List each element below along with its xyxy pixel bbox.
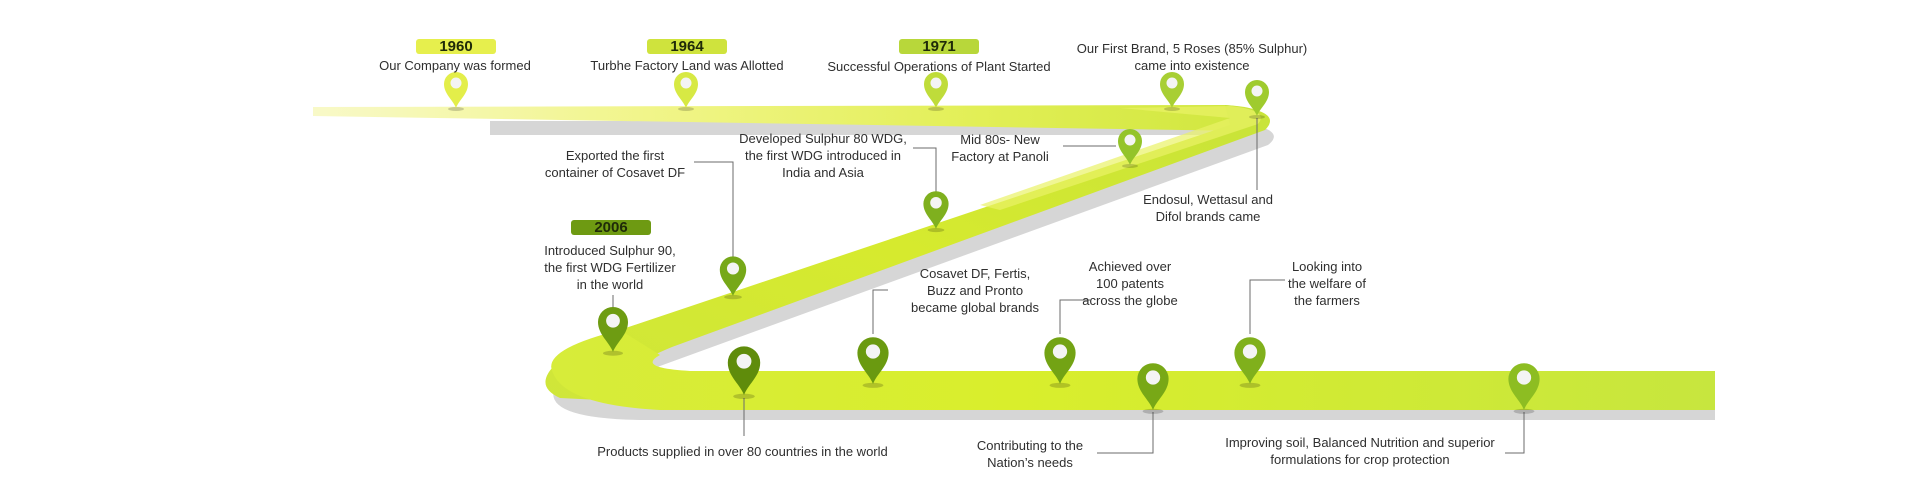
year-badge-2006: 2006: [571, 220, 651, 235]
event-label-improving-soil: Improving soil, Balanced Nutrition and s…: [1225, 435, 1495, 467]
pin-body: [719, 256, 747, 296]
connector-farmers-welfare: [1249, 279, 1285, 334]
pin-body: [1118, 129, 1142, 165]
pin-body: [1137, 363, 1169, 410]
pin-nations-needs-icon: [1137, 363, 1169, 414]
pin-dot: [726, 262, 740, 275]
event-label-panoli-factory: Mid 80s- New Factory at Panoli: [951, 132, 1049, 164]
pin-shadow: [1122, 164, 1138, 168]
road-bottom-band: [551, 330, 1715, 410]
pin-body: [857, 337, 889, 384]
connector-cosavet-export: [694, 161, 734, 262]
connector-100-patents: [1059, 299, 1090, 334]
pin-dot: [606, 313, 620, 328]
pin-shadow: [448, 107, 464, 111]
pin-sulphur-80-wdg-icon: [923, 191, 949, 233]
pin-shadow: [733, 393, 755, 400]
pin-body: [923, 191, 949, 229]
pin-dot: [1251, 85, 1263, 97]
event-label-cosavet-export: Exported the first container of Cosavet …: [544, 148, 686, 180]
pin-turbhe-land-icon: [674, 72, 698, 111]
pin-endosul-brands-icon: [1245, 80, 1269, 119]
pin-shadow: [678, 107, 694, 111]
pin-shadow: [1513, 408, 1535, 414]
connector-nations-needs: [1097, 412, 1154, 454]
pin-cosavet-export-icon: [719, 256, 747, 300]
year-badge-1964: 1964: [647, 39, 727, 54]
pin-100-patents-icon: [1044, 337, 1076, 388]
event-label-farmers-welfare: Looking into the welfare of the farmers: [1287, 259, 1367, 308]
pin-shadow: [927, 227, 945, 233]
year-badge-1971: 1971: [899, 39, 979, 54]
pin-80-countries-icon: [727, 346, 761, 400]
pin-dot: [1516, 370, 1532, 385]
pin-shadow: [1142, 408, 1164, 414]
event-label-company-formed: Our Company was formed: [379, 58, 531, 73]
event-label-endosul-brands: Endosul, Wettasul and Difol brands came: [1143, 192, 1273, 224]
pin-shadow: [1164, 107, 1180, 111]
event-label-80-countries: Products supplied in over 80 countries i…: [597, 444, 888, 459]
pin-shadow: [1239, 382, 1261, 388]
connector-improving-soil: [1505, 412, 1525, 454]
connector-global-brands: [872, 289, 888, 334]
pin-panoli-factory-icon: [1118, 129, 1142, 168]
pin-body: [727, 346, 761, 395]
pin-dot: [930, 77, 942, 89]
pin-body: [1234, 337, 1266, 384]
pin-dot: [1145, 370, 1161, 385]
pin-shadow: [1249, 115, 1265, 119]
pin-first-brand-icon: [1160, 72, 1184, 111]
connector-sulphur-80: [913, 147, 937, 200]
event-label-first-brand: Our First Brand, 5 Roses (85% Sulphur) c…: [1076, 41, 1308, 73]
pin-body: [1044, 337, 1076, 384]
pin-dot: [1242, 344, 1258, 359]
pin-body: [1160, 72, 1184, 108]
event-label-nations-needs: Contributing to the Nation’s needs: [976, 438, 1084, 470]
pin-dot: [930, 196, 942, 209]
event-label-global-brands: Cosavet DF, Fertis, Buzz and Pronto beca…: [911, 266, 1039, 315]
pin-dot: [865, 344, 881, 359]
pin-dot: [1124, 134, 1136, 146]
pin-body: [598, 307, 628, 352]
pin-shadow: [603, 350, 623, 356]
pin-body: [444, 72, 468, 108]
pin-dot: [680, 77, 692, 89]
pin-body: [1245, 80, 1269, 116]
pin-body: [924, 72, 948, 108]
pin-plant-operations-icon: [924, 72, 948, 111]
event-label-turbhe-land: Turbhe Factory Land was Allotted: [590, 58, 784, 73]
connector-lines: [612, 118, 1525, 454]
event-label-sulphur-90: Introduced Sulphur 90, the first WDG Fer…: [544, 243, 676, 292]
pin-shadow: [1049, 382, 1071, 388]
pin-global-brands-icon: [857, 337, 889, 388]
pin-shadow: [862, 382, 884, 388]
pin-dot: [450, 77, 462, 89]
pin-shadow: [724, 294, 742, 300]
pin-dot: [1166, 77, 1178, 89]
pin-improving-soil-icon: [1508, 363, 1540, 414]
pin-dot: [736, 353, 752, 369]
road-highlight: [980, 106, 1261, 210]
pin-body: [1508, 363, 1540, 410]
pin-farmers-welfare-icon: [1234, 337, 1266, 388]
event-label-plant-operations: Successful Operations of Plant Started: [827, 59, 1051, 74]
pin-dot: [1052, 344, 1068, 359]
event-label-100-patents: Achieved over 100 patents across the glo…: [1082, 259, 1178, 308]
pin-sulphur-90-icon: [598, 307, 628, 356]
pin-shadow: [928, 107, 944, 111]
year-badge-1960: 1960: [416, 39, 496, 54]
pin-body: [674, 72, 698, 108]
road-top-band: [313, 105, 1266, 131]
event-label-sulphur-80-wdg: Developed Sulphur 80 WDG, the first WDG …: [739, 131, 907, 180]
pin-markers: [444, 72, 1540, 414]
pin-company-formed-icon: [444, 72, 468, 111]
